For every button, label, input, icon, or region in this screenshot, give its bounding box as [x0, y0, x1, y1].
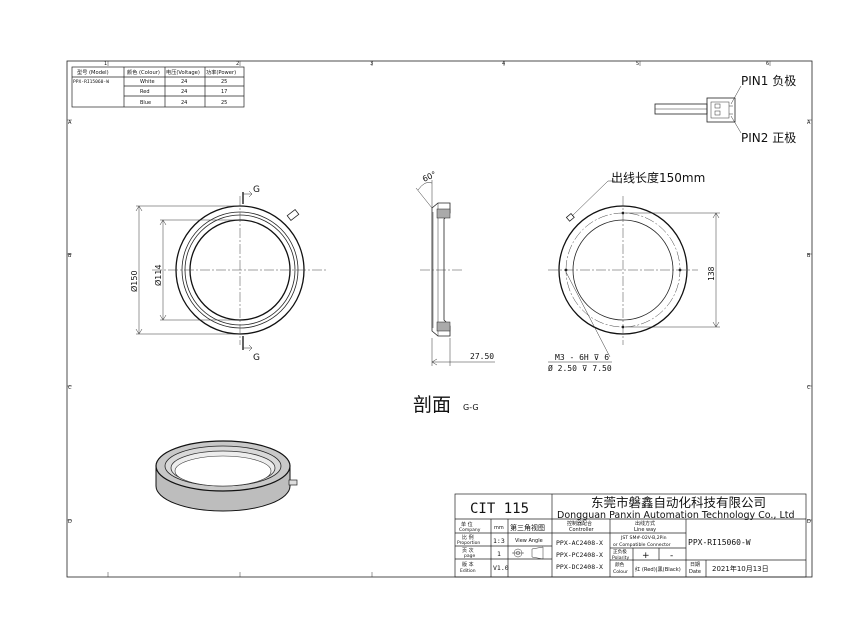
- grid-row-c: C: [68, 385, 72, 391]
- grid-col-6: 6: [766, 61, 769, 67]
- dim-outer-diameter: Ø150: [129, 270, 139, 292]
- dim-inner-diameter: Ø114: [153, 264, 163, 286]
- grid-col-4: 4: [502, 61, 505, 67]
- label-proportion: 比 例: [462, 534, 474, 541]
- label-date-en: Date: [689, 569, 701, 575]
- grid-col-5: 5: [636, 61, 639, 67]
- controller-3: PPX-DC2408-X: [556, 563, 603, 571]
- spec-cell-colour-white: White: [140, 79, 155, 85]
- spec-cell-power-2: 17: [221, 89, 227, 95]
- grid-row-d-right: D: [807, 519, 811, 525]
- connector-diagram: PIN1 负极 PIN2 正极: [654, 74, 796, 145]
- label-controller: 控制器配合: [567, 520, 592, 527]
- label-page-en: page: [464, 554, 475, 559]
- pin1-label: PIN1 负极: [741, 74, 796, 88]
- product-series: CIT 115: [470, 501, 529, 517]
- label-edition-en: Edition: [460, 568, 476, 574]
- isometric-view: [155, 440, 298, 512]
- spec-cell-power-1: 25: [221, 79, 227, 85]
- spec-table: 型号 (Model) 颜色 (Colour) 电压(Voltage) 功率(Po…: [71, 66, 245, 108]
- section-view: 60° 27.50 剖面 G-G: [413, 170, 495, 416]
- date-value: 2021年10月13日: [712, 564, 769, 573]
- dim-pcd: 138: [707, 266, 716, 281]
- company-name-cn: 东莞市磐鑫自动化科技有限公司: [591, 495, 766, 510]
- label-edition: 版 本: [462, 561, 474, 568]
- hole-note-1: M3 - 6H ⊽ 6: [555, 353, 609, 362]
- spec-cell-power-3: 25: [221, 100, 227, 106]
- label-proportion-en: Proportion: [457, 540, 480, 546]
- label-line-way-en: Line way: [634, 527, 656, 533]
- spec-header-colour: 颜色 (Colour): [127, 68, 160, 76]
- label-company-en: Company: [459, 527, 481, 533]
- projection-label: 第三角视图: [510, 523, 545, 532]
- view-angle-label: View Angle: [515, 538, 543, 544]
- label-date: 日期: [690, 562, 700, 568]
- label-color: 颜色: [615, 561, 625, 568]
- spec-cell-model: PPX-RI15060-W: [73, 79, 109, 85]
- polarity-minus: -: [670, 551, 673, 561]
- hole-note-2: Ø 2.50 ⊽ 7.50: [548, 363, 612, 373]
- spec-cell-voltage-3: 24: [181, 100, 187, 106]
- color-value: 红 (Red)|黑(Black): [635, 565, 681, 573]
- grid-row-d: D: [68, 519, 72, 525]
- label-polarity: 正负极: [613, 548, 627, 555]
- spec-cell-voltage-1: 24: [181, 79, 187, 85]
- spec-cell-voltage-2: 24: [181, 89, 187, 95]
- section-caption: 剖面: [413, 394, 451, 416]
- line-way-1: JST SM#-02V-B,2Pin: [620, 535, 667, 541]
- grid-col-1: 1: [104, 61, 107, 67]
- grid-row-a-right: A: [807, 120, 811, 126]
- pin2-label: PIN2 正极: [741, 131, 796, 145]
- front-view: G G Ø150 Ø114: [129, 185, 328, 363]
- section-width: 27.50: [470, 352, 494, 361]
- projection-symbol-icon: [512, 546, 544, 560]
- spec-header-model: 型号 (Model): [77, 68, 109, 76]
- cable-length-note: 出线长度150mm: [611, 170, 705, 185]
- label-color-en: Colour: [613, 569, 628, 575]
- grid-row-a: A: [68, 120, 72, 126]
- line-way-2: or Compatible Connector: [613, 542, 671, 548]
- section-mark-top: G: [253, 185, 260, 195]
- edition-value: V1.0: [493, 564, 509, 572]
- drawing-frame: 1 2 3 4 5 6 A B C D A B C D: [66, 60, 813, 578]
- grid-col-3: 3: [370, 61, 373, 67]
- label-company: 单 位: [461, 521, 473, 528]
- grid-col-2: 2: [236, 61, 239, 67]
- controller-1: PPX-AC2408-X: [556, 539, 603, 547]
- spec-cell-colour-blue: Blue: [140, 100, 151, 106]
- label-line-way: 出线方式: [635, 520, 655, 527]
- controller-2: PPX-PC2408-X: [556, 551, 603, 559]
- part-number: PPX-RI15060-W: [688, 538, 751, 547]
- spec-cell-colour-red: Red: [140, 89, 150, 95]
- section-angle: 60°: [421, 170, 438, 184]
- title-block: CIT 115 东莞市磐鑫自动化科技有限公司 Dongguan Panxin A…: [454, 493, 807, 578]
- company-unit-value: mm: [494, 525, 504, 531]
- label-page: 页 次: [462, 547, 474, 554]
- label-polarity-en: Polarity: [612, 555, 629, 561]
- polarity-plus: +: [642, 551, 650, 561]
- label-controller-en: Controller: [569, 527, 595, 533]
- back-view: 出线长度150mm 138 M3 - 6H ⊽ 6 Ø 2.50 ⊽ 7.50: [548, 170, 720, 373]
- section-caption-suffix: G-G: [463, 403, 479, 412]
- section-mark-bottom: G: [253, 353, 260, 363]
- proportion-value: 1:3: [493, 537, 505, 545]
- grid-row-b-right: B: [807, 253, 811, 259]
- page-value: 1: [497, 550, 501, 558]
- company-name-en: Dongguan Panxin Automation Technology Co…: [557, 510, 795, 521]
- spec-header-voltage: 电压(Voltage): [166, 68, 200, 76]
- spec-header-power: 功率(Power): [206, 68, 236, 76]
- grid-row-c-right: C: [807, 385, 811, 391]
- grid-row-b: B: [68, 253, 72, 259]
